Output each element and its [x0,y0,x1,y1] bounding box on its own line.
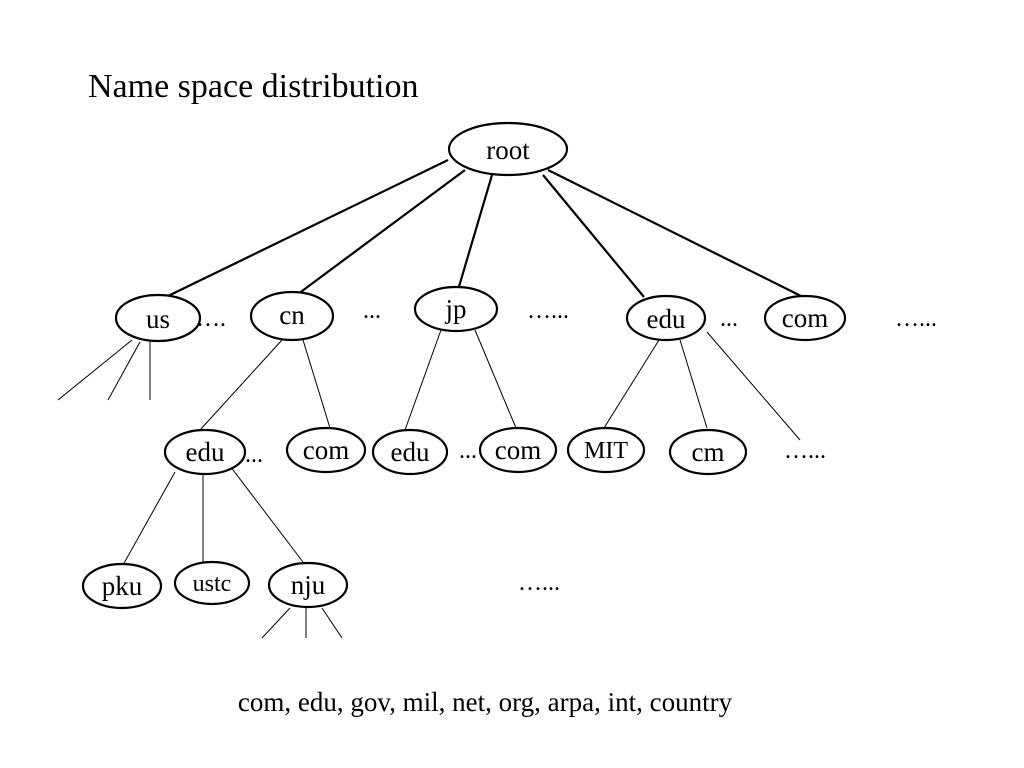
edge-edu-mit [603,339,660,429]
ellipsis-after-cn: ... [363,298,381,324]
node-jp: jp [413,285,499,333]
edge-cn-com [302,339,331,429]
node-edu-top-label: edu [647,304,686,334]
node-pku: pku [81,562,163,610]
edge-nju-child-1 [261,607,291,639]
ellipsis-after-us: …. [196,306,226,332]
edges-second-level [57,329,801,441]
ellipsis-after-jp: …... [527,298,569,324]
node-cm: cm [668,428,748,476]
edge-root-jp [456,174,494,291]
ellipsis-after-cn-edu: ... [245,442,263,468]
node-mit-label: MIT [584,438,628,464]
edge-us-child-2 [107,341,141,401]
ellipsis-between-jp-children: ... [459,438,477,464]
node-cn-edu-label: edu [186,437,225,467]
node-edu-top: edu [625,294,707,342]
node-cn-com: com [285,426,367,474]
ellipsis-after-edu: ... [720,306,738,332]
edge-root-com [547,169,804,298]
node-jp-edu: edu [371,428,449,476]
edge-jp-com [474,329,517,429]
node-ustc: ustc [173,560,251,606]
node-cm-label: cm [692,437,725,467]
node-jp-com-label: com [495,435,542,465]
node-cn-edu: edu [163,428,247,476]
edge-root-edu [542,174,645,298]
edge-edu-nju [229,465,304,563]
node-pku-label: pku [102,571,143,601]
node-cn: cn [249,290,335,342]
node-jp-edu-label: edu [391,437,430,467]
edge-jp-edu [404,329,442,431]
edges-third-level [122,465,343,639]
edge-edu-more [706,331,801,441]
node-jp-label: jp [444,294,466,324]
edge-root-cn [293,169,466,298]
node-jp-com: com [478,426,558,474]
node-mit: MIT [566,426,646,474]
node-cn-com-label: com [303,435,350,465]
ellipsis-after-edu-children: …... [784,438,826,464]
edge-nju-child-3 [321,607,343,639]
node-root-label: root [486,135,530,165]
edge-root-us [167,159,449,297]
node-us-label: us [146,304,170,334]
edges-root [167,159,804,298]
edge-cn-edu [199,339,283,431]
tld-caption: com, edu, gov, mil, net, org, arpa, int,… [238,687,733,717]
slide-title: Name space distribution [88,68,419,105]
edge-edu-cm [679,339,708,429]
node-root: root [447,121,569,177]
edge-us-child-1 [57,339,133,401]
ellipsis-markers: …. ... …... ... …... ... ... …... …... [196,298,937,596]
ellipsis-after-com: …... [895,306,937,332]
node-cn-label: cn [279,300,305,330]
ellipsis-after-nju-row: …... [518,570,560,596]
edge-edu-pku [122,471,176,566]
node-ustc-label: ustc [193,571,232,597]
node-nju: nju [267,561,349,609]
node-us: us [114,293,202,343]
node-com-top: com [763,294,847,342]
node-com-top-label: com [782,303,829,333]
node-nju-label: nju [291,570,326,600]
